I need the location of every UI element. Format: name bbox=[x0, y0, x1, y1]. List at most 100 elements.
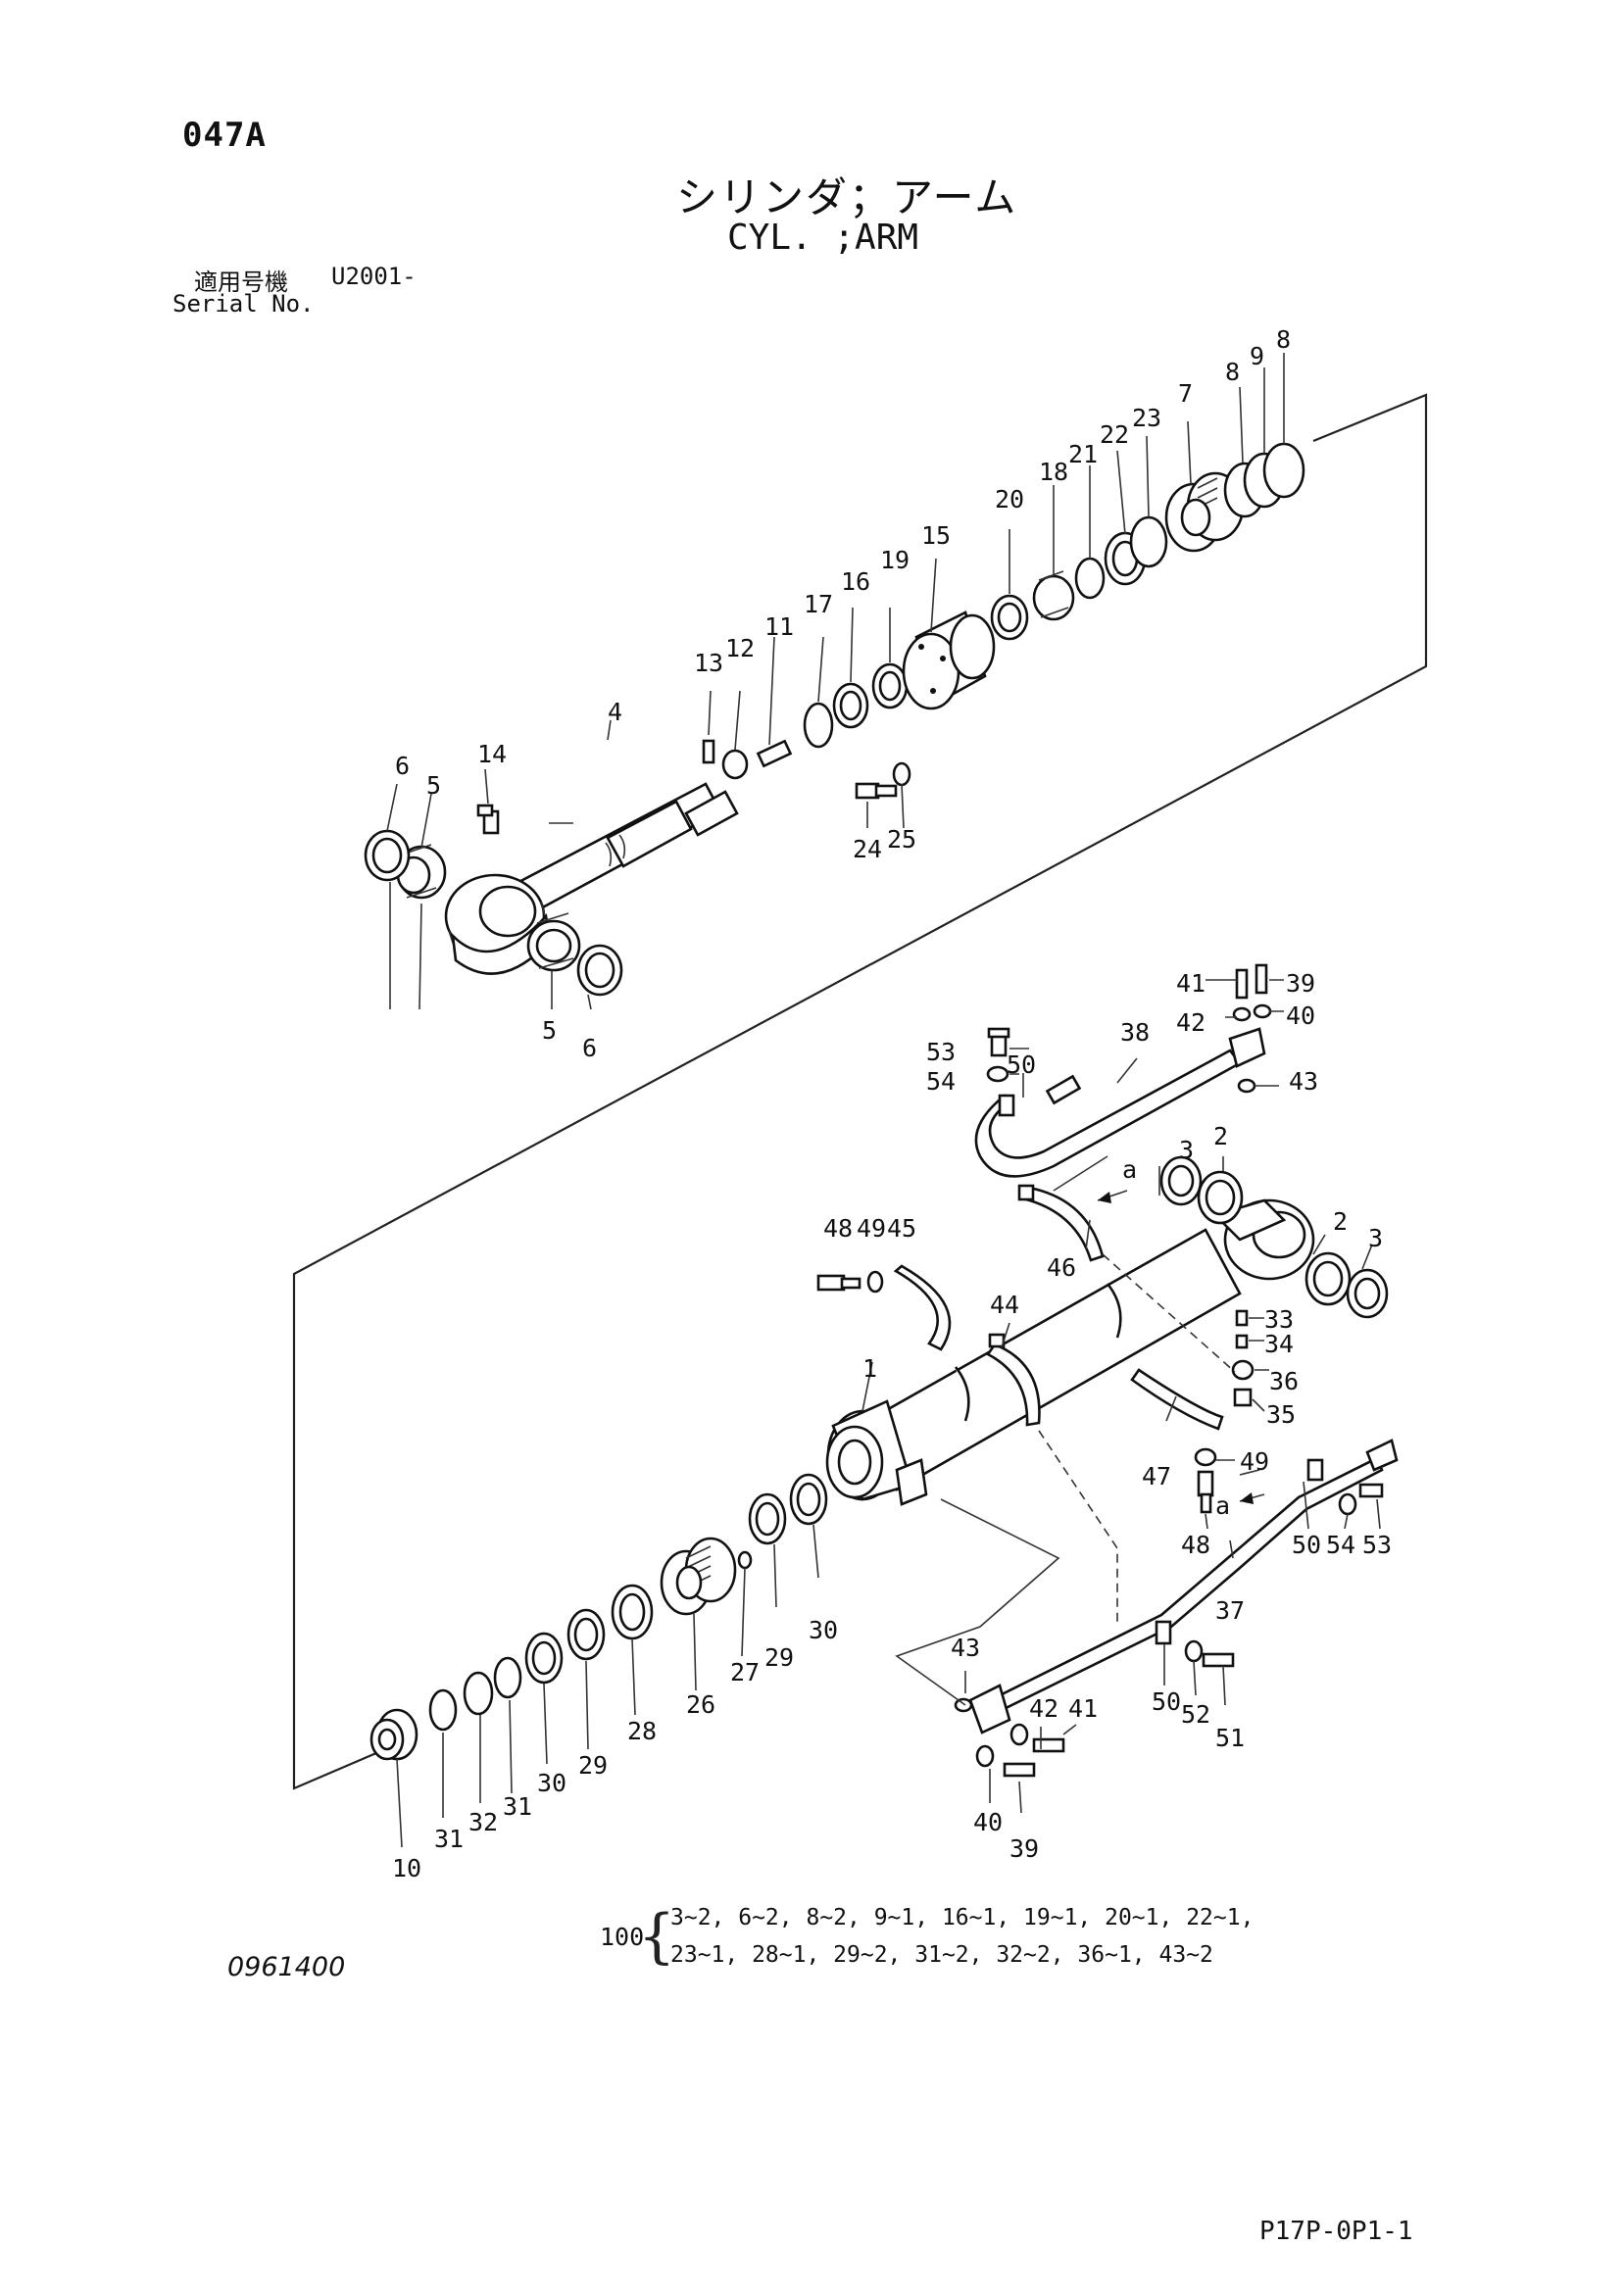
serial-label-japanese: 適用号機 bbox=[194, 269, 288, 296]
ring-36 bbox=[1231, 1359, 1255, 1381]
cylinder-tube-assembly bbox=[369, 963, 1399, 1778]
set-screw bbox=[702, 739, 715, 764]
seal-30-upper bbox=[789, 1473, 828, 1526]
kit-brace: { bbox=[638, 1902, 676, 1971]
callout-50b: 50 bbox=[1292, 1531, 1321, 1559]
callout-6a: 6 bbox=[395, 752, 410, 780]
callout-24: 24 bbox=[853, 835, 882, 863]
callout-5b: 5 bbox=[542, 1016, 557, 1045]
bolts-39-41-lower bbox=[1003, 1737, 1065, 1778]
clamp-47 bbox=[1130, 1368, 1224, 1431]
callout-41b: 41 bbox=[1068, 1694, 1098, 1723]
callout-13: 13 bbox=[694, 649, 723, 677]
callout-8a: 8 bbox=[1225, 358, 1240, 386]
callout-27: 27 bbox=[730, 1658, 760, 1686]
callout-36: 36 bbox=[1269, 1367, 1299, 1395]
callout-10: 10 bbox=[392, 1854, 421, 1882]
callout-labels: 6 5 14 4 5 6 13 12 11 17 16 19 15 24 25 … bbox=[392, 325, 1392, 1882]
clip-50-upper bbox=[998, 1094, 1015, 1117]
callout-3a: 3 bbox=[1179, 1136, 1194, 1164]
callout-51: 51 bbox=[1215, 1724, 1245, 1752]
callout-32: 32 bbox=[468, 1808, 498, 1836]
callout-54a: 54 bbox=[926, 1067, 956, 1096]
callout-4: 4 bbox=[608, 698, 622, 726]
callout-8b: 8 bbox=[1276, 325, 1291, 354]
pin-11 bbox=[756, 739, 793, 768]
callout-49a: 49 bbox=[857, 1214, 886, 1243]
clip-50-lower bbox=[1306, 1458, 1324, 1482]
callout-37: 37 bbox=[1215, 1596, 1245, 1625]
callout-22: 22 bbox=[1100, 420, 1129, 449]
callout-38: 38 bbox=[1120, 1018, 1150, 1047]
ring-12 bbox=[721, 749, 749, 780]
callout-30b: 30 bbox=[809, 1616, 838, 1644]
callout-41a: 41 bbox=[1176, 969, 1206, 998]
kit-number: 100 bbox=[600, 1923, 645, 1951]
grease-nipple bbox=[476, 804, 500, 835]
callout-30a: 30 bbox=[537, 1769, 566, 1797]
callout-2b: 2 bbox=[1333, 1207, 1348, 1236]
page-code: 047A bbox=[182, 116, 267, 155]
grease-fitting-33 bbox=[1235, 1309, 1249, 1327]
pipe-38 bbox=[974, 1027, 1266, 1178]
title-japanese: シリンダ；アーム bbox=[676, 173, 1018, 221]
callout-31b: 31 bbox=[503, 1792, 532, 1821]
seal-30-lower bbox=[524, 1632, 564, 1685]
callout-48a: 48 bbox=[823, 1214, 853, 1243]
callout-20: 20 bbox=[995, 485, 1024, 513]
callout-47: 47 bbox=[1142, 1462, 1171, 1490]
seal-8-right bbox=[1262, 442, 1305, 499]
head-bolt bbox=[855, 782, 898, 800]
ring-21 bbox=[1074, 557, 1106, 600]
washers-40-42-lower bbox=[975, 1723, 1029, 1768]
callout-53a: 53 bbox=[926, 1038, 956, 1066]
callout-40a: 40 bbox=[1286, 1001, 1315, 1030]
leader-lines bbox=[386, 353, 1381, 1848]
callout-49b: 49 bbox=[1240, 1447, 1269, 1476]
callout-26: 26 bbox=[686, 1690, 715, 1719]
clip-50-mid bbox=[1155, 1620, 1172, 1645]
bolts-39-41-upper bbox=[1235, 963, 1268, 1000]
callout-40b: 40 bbox=[973, 1808, 1003, 1836]
callout-29a: 29 bbox=[578, 1751, 608, 1780]
pipe-37 bbox=[968, 1439, 1399, 1734]
callout-42b: 42 bbox=[1029, 1694, 1058, 1723]
seal-20 bbox=[990, 594, 1029, 641]
serial-model: U2001- bbox=[331, 263, 417, 290]
callout-50a: 50 bbox=[1007, 1050, 1036, 1079]
callout-12: 12 bbox=[725, 634, 755, 662]
piston-rod bbox=[444, 782, 739, 975]
callout-39b: 39 bbox=[1009, 1834, 1039, 1863]
callout-3b: 3 bbox=[1368, 1224, 1383, 1252]
callout-11: 11 bbox=[764, 612, 794, 641]
cylinder-tube bbox=[825, 1198, 1315, 1506]
callout-48b: 48 bbox=[1181, 1531, 1210, 1559]
callout-33: 33 bbox=[1264, 1305, 1294, 1334]
bolt-48-lower bbox=[1197, 1470, 1214, 1514]
reference-arrows bbox=[1097, 1190, 1265, 1504]
callout-44: 44 bbox=[990, 1291, 1019, 1319]
seal-29-upper bbox=[748, 1492, 787, 1545]
ring-28 bbox=[611, 1584, 654, 1640]
callout-23: 23 bbox=[1132, 404, 1161, 432]
pin-27 bbox=[737, 1550, 753, 1570]
callout-43a: 43 bbox=[1289, 1067, 1318, 1096]
cylinder-head bbox=[902, 611, 996, 710]
callout-1: 1 bbox=[862, 1354, 877, 1383]
washers-40-42-upper bbox=[1232, 1003, 1272, 1022]
ring-17 bbox=[803, 702, 834, 749]
piston-rod-assembly bbox=[364, 442, 1305, 997]
washer-52 bbox=[1184, 1639, 1204, 1663]
callout-46: 46 bbox=[1047, 1253, 1076, 1282]
callout-18: 18 bbox=[1039, 458, 1068, 486]
bolt-48-upper bbox=[816, 1274, 861, 1292]
head-bolt-washer bbox=[892, 761, 911, 787]
callout-21: 21 bbox=[1068, 440, 1098, 468]
bolt-53-upper bbox=[987, 1027, 1010, 1057]
ring-32 bbox=[463, 1671, 494, 1716]
dust-seal-3-lower bbox=[1346, 1268, 1389, 1319]
callout-31a: 31 bbox=[434, 1825, 464, 1853]
callout-35: 35 bbox=[1266, 1400, 1296, 1429]
page-reference: P17P-0P1-1 bbox=[1259, 2217, 1413, 2246]
